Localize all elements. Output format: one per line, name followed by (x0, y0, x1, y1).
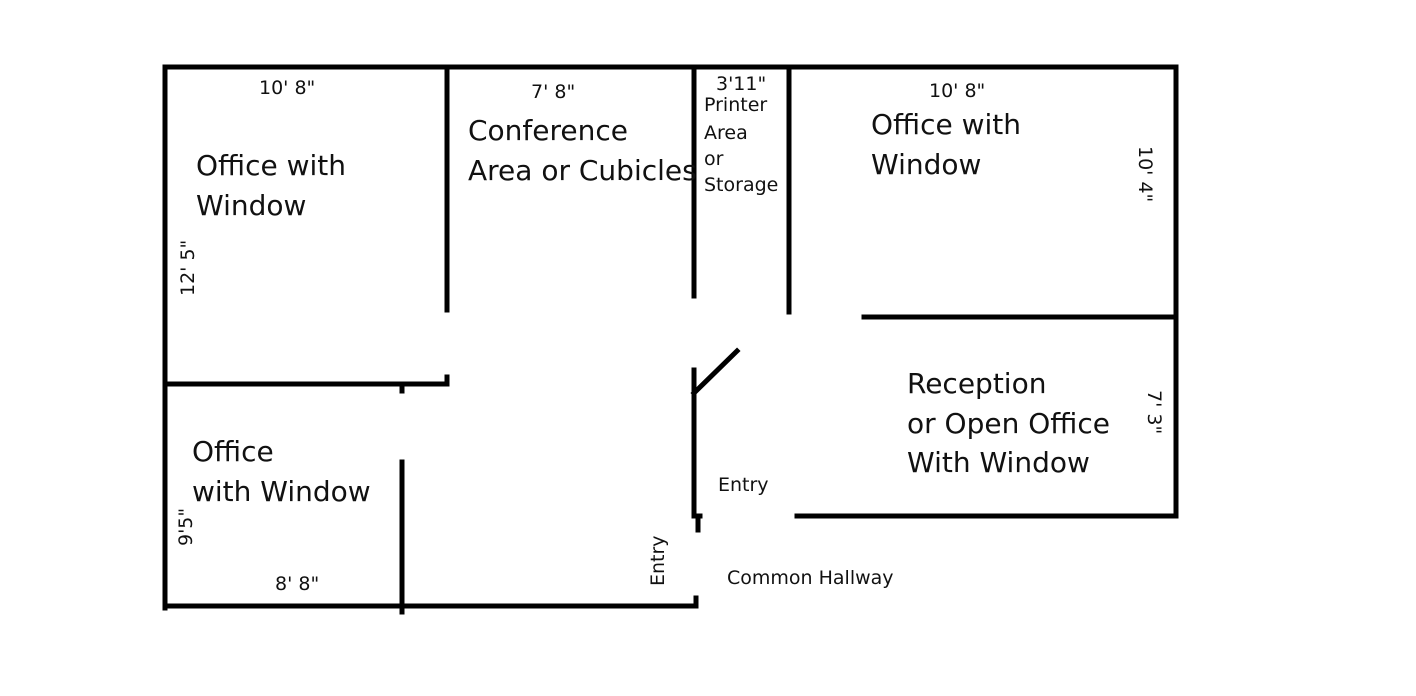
entry-inner-label: Entry (718, 474, 769, 496)
office-bottom-left-label-line1: Office (192, 435, 274, 468)
walls (162, 64, 1179, 615)
printer-label-line2: Area (704, 122, 748, 144)
printer-label-line4: Storage (704, 174, 778, 196)
entry-labels: Entry Entry Common Hallway (647, 474, 894, 589)
room-labels: Office with Window Conference Area or Cu… (192, 94, 1110, 508)
dim-top-right-height: 10' 4" (1134, 146, 1156, 202)
printer-label-line3: or (704, 148, 724, 170)
office-top-left-label-line2: Window (196, 189, 306, 222)
printer-label-line1: Printer (704, 94, 767, 116)
dim-top-left-width: 10' 8" (259, 77, 315, 99)
dim-bottom-left-height: 9'5" (175, 508, 197, 546)
office-bottom-left-label-line2: with Window (192, 475, 371, 508)
dim-conference-width: 7' 8" (531, 81, 575, 103)
conference-label-line1: Conference (468, 114, 628, 147)
office-top-right-label-line1: Office with (871, 108, 1021, 141)
door-swing (690, 347, 741, 397)
common-hallway-label: Common Hallway (727, 567, 894, 589)
reception-label-line2: or Open Office (907, 407, 1110, 440)
office-top-right-label-line2: Window (871, 148, 981, 181)
reception-label-line1: Reception (907, 367, 1046, 400)
entry-side-label: Entry (647, 535, 669, 586)
office-top-left-label-line1: Office with (196, 149, 346, 182)
reception-label-line3: With Window (907, 446, 1090, 479)
conference-label-line2: Area or Cubicles (468, 154, 697, 187)
dimension-labels: 10' 8" 7' 8" 3'11" 10' 8" 10' 4" 12' 5" … (175, 73, 1165, 595)
dim-bottom-left-width: 8' 8" (275, 573, 319, 595)
dim-reception-height: 7' 3" (1143, 390, 1165, 434)
dim-top-right-width: 10' 8" (929, 80, 985, 102)
dim-printer-width: 3'11" (716, 73, 766, 95)
dim-top-left-height: 12' 5" (177, 240, 199, 296)
